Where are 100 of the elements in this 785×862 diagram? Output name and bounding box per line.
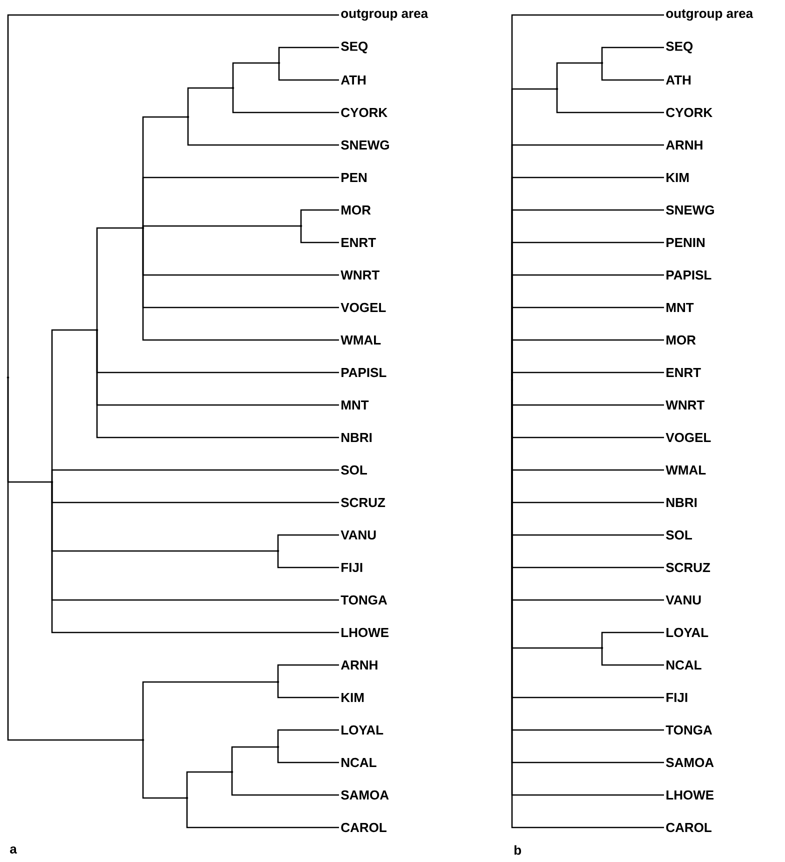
branch-point	[556, 88, 558, 90]
branch-point	[142, 738, 144, 742]
taxon-label: SCRUZ	[666, 562, 710, 572]
branch-line	[300, 209, 339, 226]
taxon-label: CAROL	[666, 822, 712, 832]
taxon-label: NCAL	[666, 660, 702, 670]
branch-line	[277, 551, 339, 568]
branch-point	[276, 680, 280, 684]
branch-point	[230, 770, 234, 774]
branch-point	[600, 646, 604, 650]
branch-line	[186, 798, 339, 828]
branch-line	[278, 63, 339, 81]
taxon-label: NBRI	[342, 433, 372, 442]
branch-point	[142, 226, 144, 230]
branch-line	[187, 87, 233, 117]
taxon-label: ENRT	[666, 368, 701, 377]
taxon-label: SNEWG	[666, 205, 714, 215]
branch-point	[300, 224, 302, 228]
taxon-label: CYORK	[666, 108, 712, 118]
taxon-label: WMAL	[340, 336, 381, 344]
branch-line	[300, 226, 339, 244]
taxon-label: ATH	[666, 76, 691, 84]
branch-line	[186, 771, 232, 798]
branch-point	[278, 62, 280, 64]
branch-line	[7, 378, 143, 741]
branch-line	[556, 62, 602, 89]
branch-point	[276, 746, 280, 748]
taxon-label: VOGEL	[666, 432, 711, 442]
branch-line	[277, 729, 339, 747]
taxon-label: WNRT	[666, 400, 704, 410]
branch-line	[601, 648, 664, 666]
branch-line	[601, 632, 664, 648]
taxon-label: SEQ	[666, 42, 693, 54]
branch-line	[51, 469, 339, 482]
taxon-label: NBRI	[666, 498, 697, 507]
taxon-label: PAPISL	[342, 368, 386, 378]
taxon-label: PAPISL	[666, 270, 712, 280]
branch-line	[556, 89, 664, 114]
taxon-label: NCAL	[342, 758, 376, 768]
taxon-label: TONGA	[666, 725, 712, 735]
taxon-label: KIM	[666, 173, 689, 182]
taxon-label: WMAL	[666, 466, 706, 474]
branch-line	[142, 681, 278, 740]
taxon-label: LOYAL	[666, 628, 708, 638]
branch-point	[276, 550, 280, 552]
taxon-label: outgroup area	[666, 9, 754, 21]
branch-line	[7, 14, 339, 378]
branch-line	[232, 88, 339, 114]
taxon-label: LHOWE	[342, 628, 389, 638]
taxon-label: LOYAL	[342, 725, 384, 735]
branch-line	[232, 62, 279, 88]
branch-line	[142, 740, 187, 799]
branch-line	[187, 117, 339, 146]
taxon-label: PENIN	[666, 238, 705, 247]
branch-line	[231, 746, 278, 772]
taxon-label: VANU	[340, 530, 376, 540]
taxon-label: MOR	[342, 205, 371, 215]
branch-line	[96, 330, 339, 438]
taxon-label: MNT	[666, 303, 694, 312]
taxon-label: VANU	[666, 595, 701, 605]
taxon-label: MNT	[342, 400, 369, 410]
branch-point	[96, 328, 98, 332]
taxon-label: TONGA	[340, 595, 388, 605]
branch-line	[277, 664, 339, 682]
taxon-label: outgroup area	[341, 9, 428, 21]
taxon-label: WNRT	[340, 270, 380, 280]
branch-point	[232, 86, 234, 90]
branch-line	[601, 63, 664, 81]
branch-line	[277, 534, 339, 551]
taxon-label: FIJI	[342, 562, 362, 572]
taxon-label: SEQ	[341, 42, 368, 54]
branch-point	[50, 480, 54, 484]
taxon-label: PEN	[342, 173, 366, 182]
taxon-label: SAMOA	[341, 790, 389, 800]
taxon-label: ARNH	[666, 140, 702, 150]
branch-line	[511, 372, 664, 380]
taxon-label: VOGEL	[340, 302, 386, 312]
taxon-label: SNEWG	[341, 140, 389, 150]
branch-line	[277, 747, 339, 764]
taxon-label: SOL	[341, 465, 367, 475]
taxon-label: SCRUZ	[341, 498, 386, 508]
taxon-label: LHOWE	[666, 790, 714, 800]
taxon-label: KIM	[342, 693, 364, 702]
branch-line	[231, 772, 339, 796]
panel-letter: a	[10, 846, 17, 854]
branch-line	[142, 176, 339, 228]
branch-line	[278, 46, 339, 63]
branch-line	[277, 682, 339, 698]
branch-line	[601, 46, 664, 63]
panel-letter: b	[514, 845, 522, 855]
branch-line	[142, 228, 339, 341]
taxon-label: FIJI	[666, 692, 688, 702]
taxon-label: CYORK	[341, 108, 388, 118]
branch-point	[186, 796, 188, 800]
branch-line	[51, 482, 339, 634]
branch-line	[142, 225, 301, 228]
taxon-label: SOL	[666, 530, 692, 540]
taxon-label: SAMOA	[666, 758, 714, 768]
taxon-label: ARNH	[340, 660, 378, 670]
taxon-label: CAROL	[341, 822, 386, 832]
